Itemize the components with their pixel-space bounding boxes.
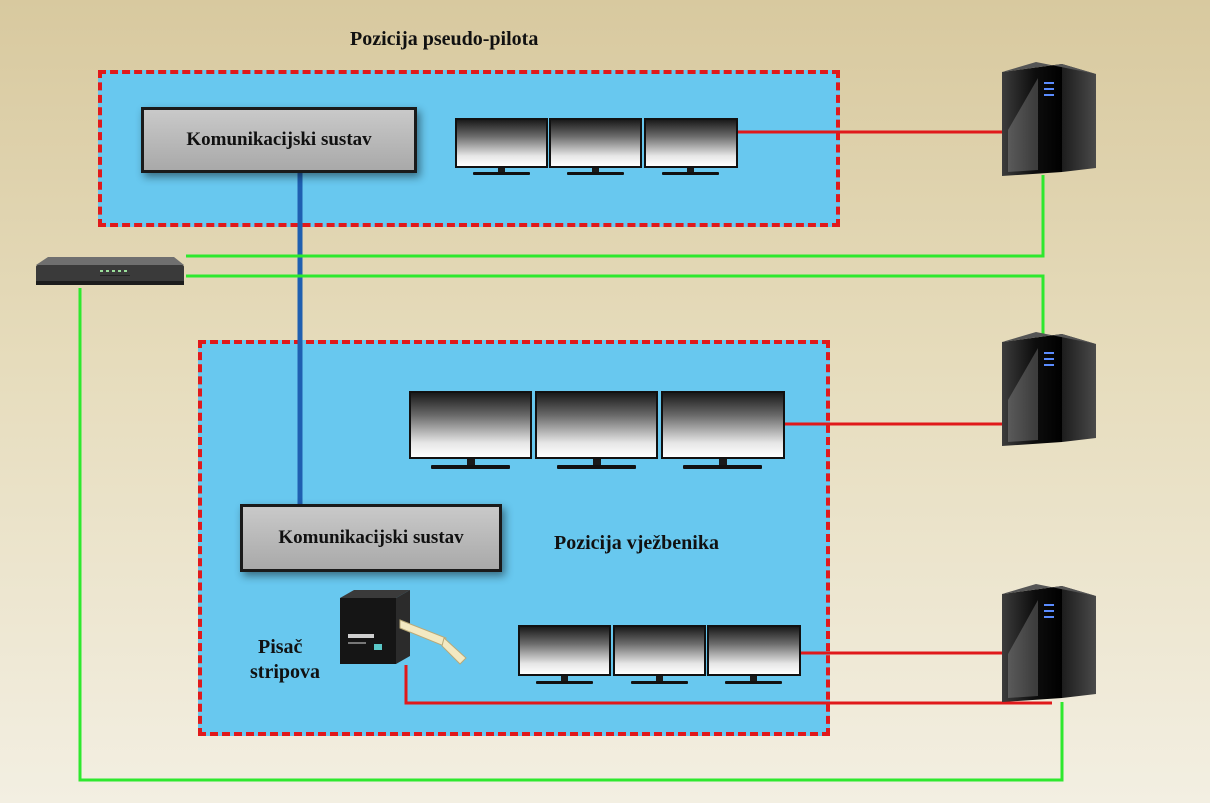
printer-cable: [404, 665, 1052, 705]
pseudo-pilot-position-label: Pozicija pseudo-pilota: [350, 28, 539, 50]
strip-printer-label-line1: Pisač: [258, 636, 303, 658]
server-tower-icon: [998, 330, 1100, 450]
server-tower-icon: [998, 582, 1100, 706]
monitor-icon: [644, 118, 738, 176]
monitor-icon: [535, 391, 658, 471]
network-switch-icon: [34, 255, 186, 287]
monitor-icon: [409, 391, 532, 471]
network-cable-2: [186, 274, 1045, 334]
communication-system-bottom: Komunikacijski sustav: [240, 504, 502, 572]
monitor-icon: [613, 625, 706, 685]
monitor-icon: [661, 391, 785, 471]
monitor-icon: [518, 625, 611, 685]
strip-printer-icon: [334, 586, 474, 686]
monitor-icon: [707, 625, 801, 685]
communication-system-top: Komunikacijski sustav: [141, 107, 417, 173]
strip-printer-label-line2: stripova: [250, 661, 320, 683]
network-cable-1: [186, 175, 1045, 258]
server-tower-icon: [998, 60, 1100, 180]
trainee-position-label: Pozicija vježbenika: [554, 532, 719, 554]
monitor-icon: [455, 118, 548, 176]
monitor-icon: [549, 118, 642, 176]
communication-system-label: Komunikacijski sustav: [278, 527, 464, 548]
network-cable-3: [78, 288, 1064, 782]
communication-system-label: Komunikacijski sustav: [186, 129, 372, 150]
